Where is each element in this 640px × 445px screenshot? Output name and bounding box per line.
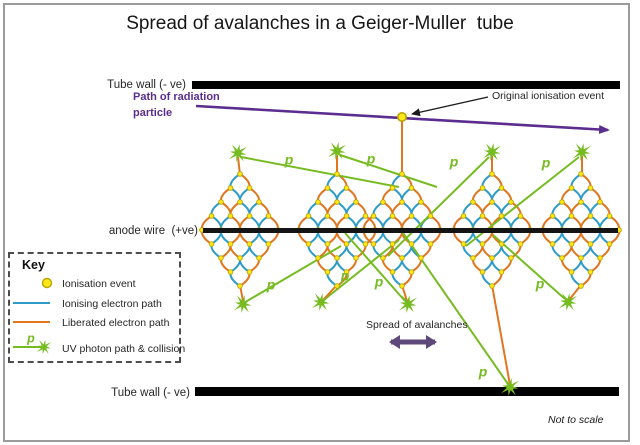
key-title: Key <box>22 258 45 272</box>
photon-p-label: p <box>284 152 294 168</box>
original-ionisation-event-dot <box>396 112 407 123</box>
tube-wall-bottom-bar <box>195 387 619 396</box>
uv-photon-path <box>344 232 406 302</box>
liberated-electron-stem <box>322 284 338 301</box>
photon-p-label: p <box>449 154 459 170</box>
not-to-scale-note: Not to scale <box>548 414 604 426</box>
tube-wall-top-label: Tube wall (- ve) <box>107 79 186 91</box>
original-event-pointer-arrow <box>411 96 489 117</box>
key-box: Key Ionisation event Ionising electron p… <box>8 252 185 363</box>
photon-p-label: p <box>541 155 551 171</box>
key-item-uv-photon: UV photon path & collision <box>62 343 186 355</box>
key-ionisation-event-icon <box>41 277 53 289</box>
uv-photon-path <box>240 156 400 188</box>
anode-wire-bar <box>203 228 618 233</box>
photon-p-label: p <box>340 268 350 284</box>
uv-photon-path <box>339 154 438 188</box>
key-item-ionisation-event: Ionisation event <box>62 278 136 290</box>
uv-collision-star-icon <box>234 295 252 313</box>
key-item-ionising-electron: Ionising electron path <box>62 298 162 310</box>
photon-label-layer: p p p p p p p p p <box>266 151 551 380</box>
uv-collision-star-icon <box>312 293 330 311</box>
uv-collision-star-icon <box>399 295 417 313</box>
figure-border <box>3 3 630 442</box>
uv-collision-star-icon <box>573 143 591 161</box>
photon-p-label: p <box>478 364 488 380</box>
uv-collision-star-icon <box>559 293 577 311</box>
uv-photon-path <box>324 239 400 300</box>
uv-collision-star-icon <box>483 143 501 161</box>
diagram-title: Spread of avalanches in a Geiger-Muller … <box>126 13 514 34</box>
key-symbols-layer: p <box>13 277 53 355</box>
photon-p-label: p <box>535 276 545 292</box>
key-photon-p-label: p <box>26 331 35 345</box>
uv-collision-star-icon <box>36 339 52 355</box>
uv-collision-star-layer <box>229 142 591 396</box>
uv-photon-path <box>492 234 566 300</box>
original-ionisation-event-label: Original ionisation event <box>492 90 605 102</box>
ionisation-event-layer <box>396 112 407 123</box>
key-item-liberated-electron: Liberated electron path <box>62 317 170 329</box>
uv-collision-star-icon <box>501 378 519 396</box>
uv-collision-star-icon <box>328 142 346 160</box>
tube-wall-top-bar <box>192 81 620 89</box>
tube-wall-bottom-label: Tube wall (- ve) <box>111 387 190 399</box>
photon-p-label: p <box>374 274 384 290</box>
uv-photon-path <box>387 156 490 257</box>
liberated-electron-stem <box>491 284 511 386</box>
photon-p-label: p <box>266 277 276 293</box>
radiation-path-label: Path of radiation particle <box>133 91 220 119</box>
photon-p-label: p <box>366 151 376 167</box>
uv-collision-star-icon <box>229 144 247 162</box>
anode-wire-label: anode wire (+ve) <box>108 225 198 237</box>
uv-photon-path <box>246 245 342 302</box>
spread-of-avalanches-label: Spread of avalanches <box>366 319 468 331</box>
